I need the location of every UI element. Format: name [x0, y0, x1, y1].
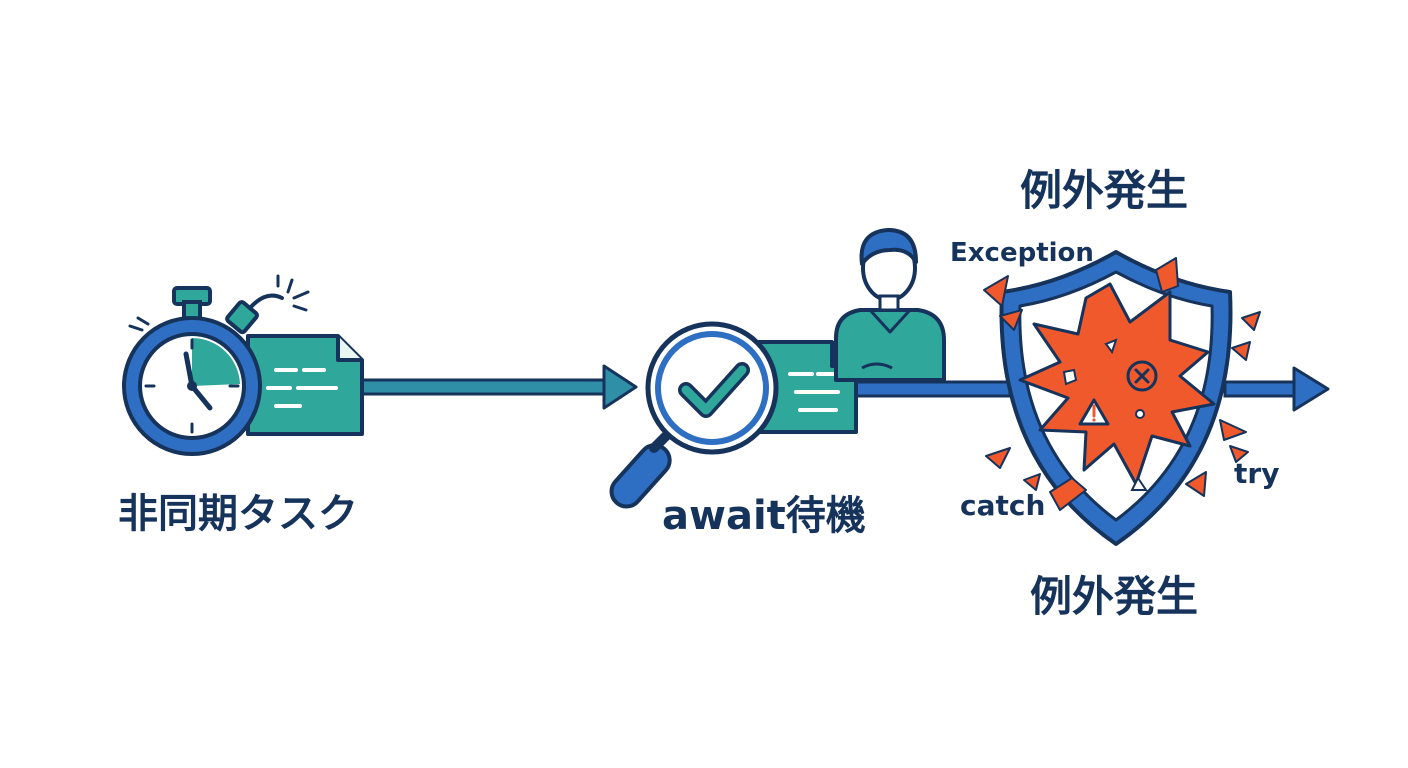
label-await-wait: await待機	[662, 493, 866, 539]
person-icon	[834, 228, 946, 382]
label-exception-bottom: 例外発生	[1030, 572, 1199, 621]
arrow-task-to-await	[358, 364, 638, 410]
label-catch: catch	[960, 489, 1046, 522]
label-exception-top: 例外発生	[1020, 166, 1189, 215]
document-icon	[246, 334, 364, 436]
label-async-task: 非同期タスク	[118, 491, 358, 537]
label-exception-en: Exception	[950, 238, 1094, 268]
magnifier-check-icon	[609, 321, 779, 509]
line-await-to-shield	[848, 380, 1012, 398]
arrow-shield-out	[1223, 366, 1330, 412]
stopwatch-icon	[122, 274, 310, 456]
label-try: try	[1234, 457, 1280, 490]
explosion-icon	[983, 257, 1261, 511]
